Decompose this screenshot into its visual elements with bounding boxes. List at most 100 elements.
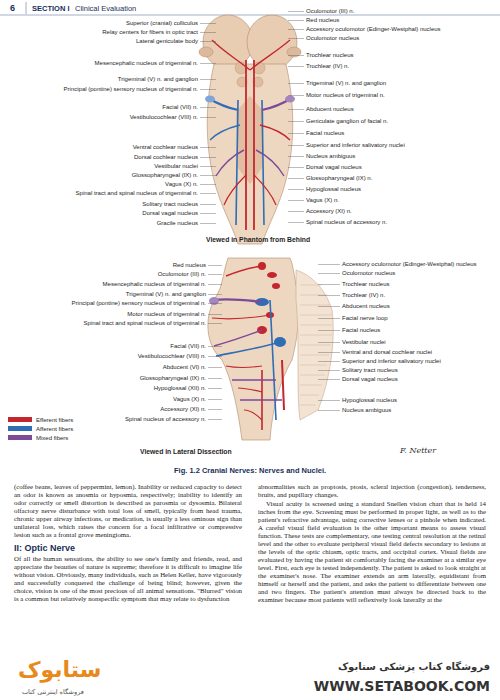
structure-label: Oculomotor nucleus <box>342 270 395 277</box>
artist-signature: F. Netter <box>400 446 436 456</box>
header-rule <box>0 15 500 16</box>
structure-label: Facial nucleus <box>342 327 380 334</box>
structure-label: Dorsal vagal nucleus <box>306 164 362 171</box>
leader-line <box>288 20 304 21</box>
body-paragraph: Of all the human sensations, the ability… <box>14 555 242 603</box>
structure-label: Vagus (X) n. <box>165 181 198 188</box>
structure-label: Superior (cranial) colliculus <box>126 20 198 27</box>
structure-label: Dorsal cochlear nucleus <box>134 154 198 161</box>
leader-line <box>200 79 216 80</box>
leader-line <box>288 11 304 12</box>
structure-label: Superior and inferior salivatory nuclei <box>306 142 405 149</box>
legend-swatch <box>8 417 32 422</box>
structure-label: Vagus (X) n. <box>306 197 339 204</box>
leader-line <box>208 399 222 400</box>
leader-line <box>318 330 340 331</box>
leader-line <box>288 178 304 179</box>
leader-line <box>208 303 222 304</box>
watermark-logo: ستابوک <box>18 657 101 682</box>
leader-line <box>318 410 340 411</box>
structure-label: Mesencephalic nucleus of trigeminal n. <box>103 281 206 288</box>
structure-label: Mesencephalic nucleus of trigeminal n. <box>95 60 198 67</box>
leader-line <box>200 193 216 194</box>
leader-line <box>288 200 304 201</box>
structure-label: Accessory (XI) n. <box>306 208 352 215</box>
view-title: Viewed in Lateral Dissection <box>140 448 232 457</box>
leader-line <box>318 318 340 319</box>
leader-line <box>208 323 222 324</box>
watermark-text: فروشگاه کتاب پزشکی ستابوک <box>338 661 490 672</box>
structure-label: Vestibulocochlear (VIII) n. <box>130 114 198 121</box>
legend-swatch <box>8 435 32 440</box>
structure-label: Spinal tract and spinal nucleus of trige… <box>76 190 198 197</box>
leader-line <box>288 145 304 146</box>
leader-line <box>200 32 216 33</box>
leader-line <box>208 294 222 295</box>
leader-line <box>200 63 216 64</box>
structure-label: Vagus (X) n. <box>173 396 206 403</box>
structure-label: Trigeminal (V) n. and ganglion <box>126 291 206 298</box>
leader-line <box>208 356 222 357</box>
figure-caption: Fig. 1.2 Cranial Nerves: Nerves and Nucl… <box>174 466 326 475</box>
leader-line <box>318 370 340 371</box>
leader-line <box>288 55 304 56</box>
structure-label: Glossopharyngeal (IX) n. <box>140 375 206 382</box>
structure-label: Ventral cochlear nucleus <box>133 144 198 151</box>
page-number: 6 <box>10 3 15 14</box>
structure-label: Trigeminal (V) n. and ganglion <box>306 80 386 87</box>
leader-line <box>318 400 340 401</box>
structure-label: Hypoglossal nucleus <box>342 397 397 404</box>
structure-label: Accessory oculomotor (Edinger-Westphal) … <box>306 26 441 33</box>
leader-line <box>318 352 340 353</box>
leader-line <box>200 107 216 108</box>
structure-label: Oculomotor (III) n. <box>306 8 354 15</box>
leader-line <box>288 156 304 157</box>
leader-line <box>208 265 222 266</box>
structure-label: Oculomotor (III) n. <box>158 271 206 278</box>
leader-line <box>200 89 216 90</box>
header-divider <box>26 2 27 14</box>
leader-line <box>318 295 340 296</box>
structure-label: Dorsal vagal nucleus <box>342 376 398 383</box>
leader-line <box>200 175 216 176</box>
structure-label: Trochlear nucleus <box>306 52 353 59</box>
structure-label: Glossopharyngeal (IX) n. <box>132 172 198 179</box>
legend-text: Afferent fibers <box>36 426 73 432</box>
structure-label: Trochlear (IV) n. <box>342 292 385 299</box>
structure-label: Abducent (VI) n. <box>163 364 206 371</box>
structure-label: Oculomotor nucleus <box>306 35 359 42</box>
leader-line <box>208 367 222 368</box>
leader-line <box>288 66 304 67</box>
legend-row: Mixed fibers <box>8 428 68 446</box>
leader-line <box>208 378 222 379</box>
structure-label: Geniculate ganglion of facial n. <box>306 118 388 125</box>
watermark-text: WWW.SETABOOK.COM <box>314 678 490 694</box>
structure-label: Nucleus ambiguus <box>306 153 355 160</box>
structure-label: Hypoglossal nucleus <box>306 186 361 193</box>
watermark-text: فروشگاه اینترنتی کتاب <box>22 688 84 696</box>
leader-line <box>288 95 304 96</box>
leader-line <box>200 157 216 158</box>
structure-label: Facial nucleus <box>306 130 344 137</box>
leader-line <box>200 23 216 24</box>
leader-line <box>208 419 222 420</box>
structure-label: Principal (pontine) sensory nucleus of t… <box>72 300 206 307</box>
leader-line <box>200 147 216 148</box>
legend-text: Mixed fibers <box>36 435 68 441</box>
structure-label: Trochlear (IV) n. <box>306 63 349 70</box>
structure-label: Motor nucleus of trigeminal n. <box>127 311 206 318</box>
brainstem-dorsal-view <box>199 15 301 244</box>
leader-line <box>208 284 222 285</box>
leader-line <box>200 204 216 205</box>
structure-label: Lateral geniculate body <box>136 38 198 45</box>
structure-label: Hypoglossal (XII) n. <box>154 385 206 392</box>
leader-line <box>288 29 304 30</box>
view-title: Viewed in Phantom from Behind <box>206 236 310 245</box>
leader-line <box>288 38 304 39</box>
structure-label: Vestibular nuclei <box>342 339 386 346</box>
leader-line <box>200 184 216 185</box>
structure-label: Facial nerve loop <box>342 315 388 322</box>
leader-line <box>288 83 304 84</box>
structure-label: Spinal nucleus of accessory n. <box>306 219 387 226</box>
structure-label: Gracile nucleus <box>157 220 198 227</box>
